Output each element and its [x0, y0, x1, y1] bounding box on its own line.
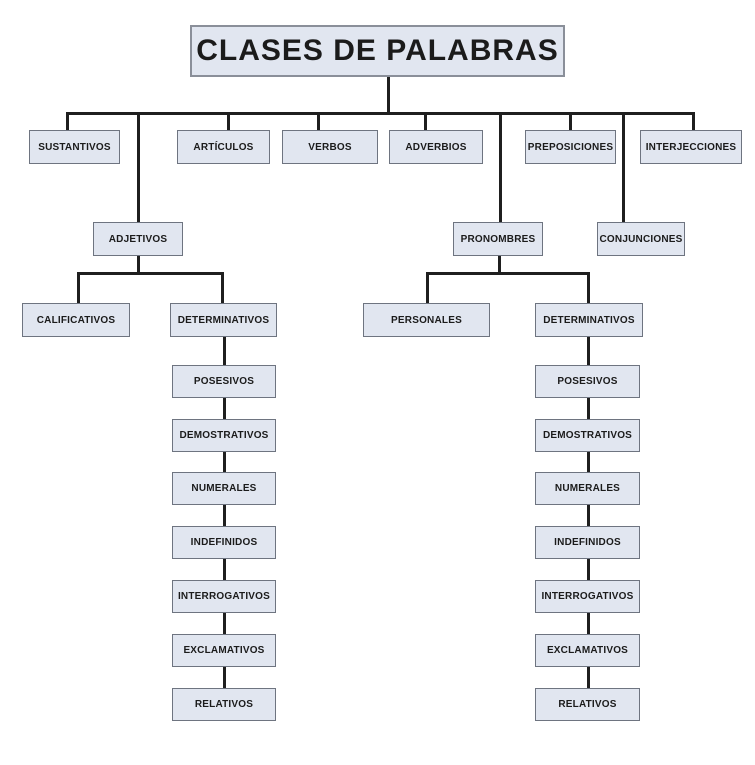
node-adverbios: ADVERBIOS	[389, 130, 483, 164]
node-articulos: ARTÍCULOS	[177, 130, 270, 164]
connector-line	[425, 272, 429, 305]
connector-line	[425, 271, 590, 275]
connector-line	[136, 112, 140, 224]
node-title: CLASES DE PALABRAS	[190, 25, 565, 77]
connector-line	[220, 272, 224, 305]
connector-line	[423, 112, 427, 132]
node-adjetivos: ADJETIVOS	[93, 222, 183, 256]
node-exclamativos-right: EXCLAMATIVOS	[535, 634, 640, 667]
connector-line	[568, 112, 572, 132]
node-conjunciones: CONJUNCIONES	[597, 222, 685, 256]
connector-line	[65, 112, 69, 132]
connector-line	[65, 111, 695, 115]
node-demostrativos-right: DEMOSTRATIVOS	[535, 419, 640, 452]
node-personales: PERSONALES	[363, 303, 490, 337]
node-interrogativos-left: INTERROGATIVOS	[172, 580, 276, 613]
node-relativos-left: RELATIVOS	[172, 688, 276, 721]
connector-line	[76, 271, 224, 275]
connector-line	[498, 112, 502, 224]
node-sustantivos: SUSTANTIVOS	[29, 130, 120, 164]
node-determinativos-adjetivos: DETERMINATIVOS	[170, 303, 277, 337]
node-preposiciones: PREPOSICIONES	[525, 130, 616, 164]
node-determinativos-pronombres: DETERMINATIVOS	[535, 303, 643, 337]
node-verbos: VERBOS	[282, 130, 378, 164]
node-posesivos-right: POSESIVOS	[535, 365, 640, 398]
node-posesivos-left: POSESIVOS	[172, 365, 276, 398]
connector-line	[386, 77, 390, 115]
node-numerales-left: NUMERALES	[172, 472, 276, 505]
node-indefinidos-right: INDEFINIDOS	[535, 526, 640, 559]
connector-line	[226, 112, 230, 132]
node-relativos-right: RELATIVOS	[535, 688, 640, 721]
node-exclamativos-left: EXCLAMATIVOS	[172, 634, 276, 667]
connector-line	[586, 272, 590, 305]
connector-line	[222, 330, 226, 700]
node-pronombres: PRONOMBRES	[453, 222, 543, 256]
connector-line	[691, 112, 695, 132]
node-indefinidos-left: INDEFINIDOS	[172, 526, 276, 559]
node-calificativos: CALIFICATIVOS	[22, 303, 130, 337]
connector-line	[316, 112, 320, 132]
connector-line	[497, 254, 501, 274]
node-numerales-right: NUMERALES	[535, 472, 640, 505]
connector-line	[136, 254, 140, 274]
node-interrogativos-right: INTERROGATIVOS	[535, 580, 640, 613]
node-interjecciones: INTERJECCIONES	[640, 130, 742, 164]
connector-line	[586, 330, 590, 700]
node-demostrativos-left: DEMOSTRATIVOS	[172, 419, 276, 452]
connector-line	[621, 112, 625, 224]
connector-line	[76, 272, 80, 305]
